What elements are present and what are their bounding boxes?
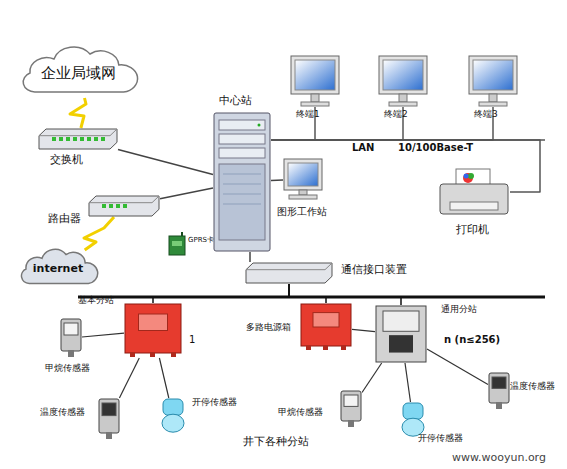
callout-number: 1 [189, 334, 195, 346]
node-label: GPRS卡 [188, 234, 214, 246]
iface-illustration [245, 262, 333, 284]
lan-cloud: 企业局域网 [18, 48, 138, 98]
cable-connector [159, 358, 168, 398]
methane-sensor: 甲烷传感器 [60, 318, 82, 358]
node-label: 交换机 [50, 154, 83, 166]
node-label: 温度传感器 [510, 380, 555, 392]
cable-connector [271, 179, 283, 181]
monitor-illustration [290, 55, 340, 107]
node-label: 图形工作站 [277, 206, 327, 218]
cable-connector [82, 333, 124, 337]
cable-connector [427, 349, 488, 385]
node-label: 中心站 [219, 95, 252, 107]
cable-connector [153, 284, 289, 303]
monitor-illustration [283, 158, 323, 200]
gprs-card: GPRS卡 [168, 232, 186, 256]
bulb-illustration [160, 398, 186, 434]
temperature-sensor: 温度传感器 [488, 372, 510, 410]
cable-connector [271, 107, 493, 140]
terminal-monitor: 终端3 [468, 55, 518, 107]
wireless-link [70, 98, 86, 128]
general-substation: 通用分站 [375, 305, 427, 363]
switch-sensor: 开停传感器 [400, 402, 426, 438]
wireless-link [84, 217, 114, 250]
node-label: 终端1 [296, 108, 320, 120]
node-label: 温度传感器 [40, 406, 85, 418]
node-label: 多路电源箱 [246, 321, 291, 333]
monitor-illustration [378, 55, 428, 107]
power-box: 多路电源箱 [300, 303, 352, 351]
switch-sensor: 开停传感器 [160, 398, 186, 434]
node-label: 基本分站 [78, 294, 114, 306]
gauge-illustration [340, 390, 362, 428]
node-label: 甲烷传感器 [278, 406, 323, 418]
cable-connector [271, 107, 403, 140]
router: 路由器 [88, 195, 160, 217]
gprs-illustration [168, 232, 186, 256]
group-caption: 井下各种分站 [243, 436, 309, 448]
cable-connector [352, 329, 375, 331]
count-note: n (n≤256) [444, 334, 500, 346]
node-label: 终端3 [474, 108, 498, 120]
redbox-illustration [300, 303, 352, 351]
greybox-illustration [375, 305, 427, 363]
cable-connector [405, 363, 411, 402]
network-switch: 交换机 [38, 128, 118, 150]
graphics-workstation: 图形工作站 [283, 158, 323, 200]
internet-cloud: internet [18, 250, 98, 288]
monitor-illustration [468, 55, 518, 107]
node-label: 打印机 [456, 224, 489, 236]
node-label: 企业局域网 [18, 48, 138, 98]
cable-connector [119, 358, 139, 398]
bulb-illustration [400, 402, 426, 438]
switch-illustration [38, 128, 118, 150]
node-label: 路由器 [48, 213, 81, 225]
temperature-sensor: 温度传感器 [98, 398, 120, 440]
terminal-monitor: 终端1 [290, 55, 340, 107]
cable-connector [160, 188, 213, 199]
server-illustration [213, 112, 271, 252]
printer-illustration [438, 168, 510, 216]
cable-connector [289, 284, 401, 305]
base-substation: 基本分站 [124, 303, 182, 358]
node-label: 开停传感器 [192, 396, 237, 408]
node-label: 通用分站 [441, 303, 477, 315]
redbox-illustration [124, 303, 182, 358]
server-tower: 中心站 [213, 112, 271, 252]
temp-illustration [98, 398, 120, 440]
node-label: internet [18, 250, 98, 288]
network-label: LAN [352, 142, 374, 154]
cable-connector [362, 363, 382, 393]
comm-interface: 通信接口装置 [245, 262, 333, 284]
temp-illustration [488, 372, 510, 410]
node-label: 开停传感器 [418, 432, 463, 444]
gauge-illustration [60, 318, 82, 358]
cable-connector [249, 252, 251, 262]
terminal-monitor: 终端2 [378, 55, 428, 107]
cable-connector [118, 150, 213, 175]
router-illustration [88, 195, 160, 217]
node-label: 甲烷传感器 [45, 362, 90, 374]
methane-sensor: 甲烷传感器 [340, 390, 362, 428]
printer: 打印机 [438, 168, 510, 216]
cable-connector [289, 284, 326, 303]
node-label: 终端2 [384, 108, 408, 120]
node-label: 通信接口装置 [341, 264, 407, 276]
network-label: 10/100Base-T [398, 142, 473, 154]
watermark: www.wooyun.org [452, 452, 546, 464]
